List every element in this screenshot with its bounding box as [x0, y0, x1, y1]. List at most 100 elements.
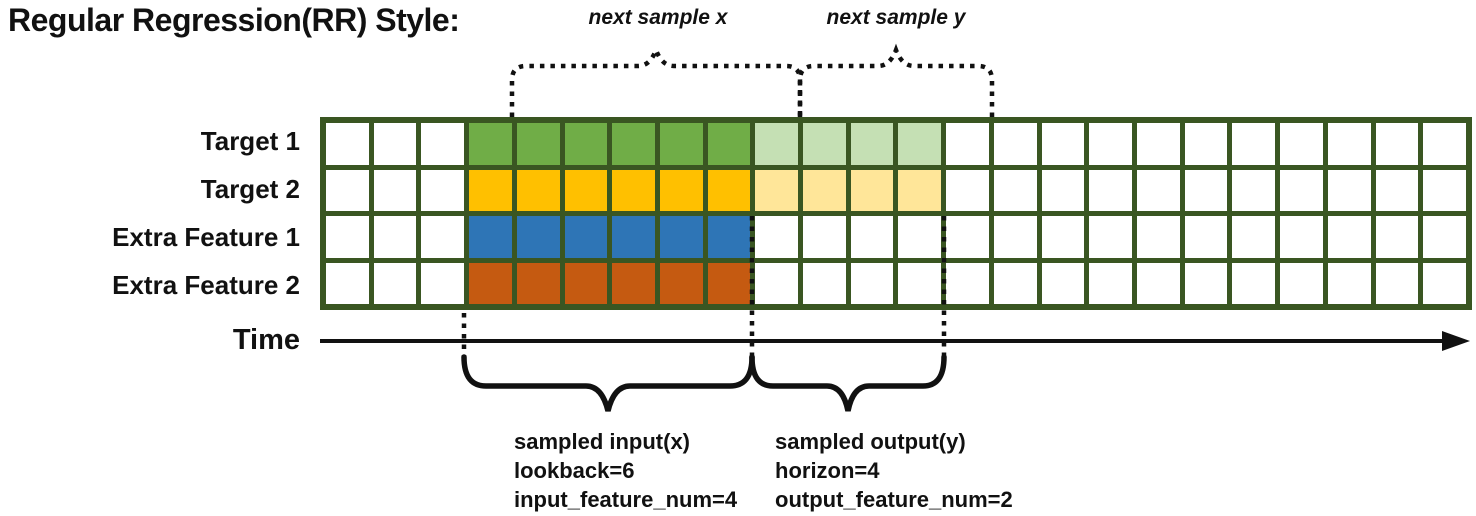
grid-cell [659, 123, 703, 165]
grid-cell [946, 123, 989, 165]
sampled-output-brace [749, 354, 947, 412]
grid-cell [1137, 169, 1180, 211]
sampled-input-title: sampled input(x) [514, 429, 691, 454]
grid-cell [898, 262, 942, 304]
grid-cell [755, 123, 799, 165]
grid-cell [1137, 123, 1180, 165]
grid-cell [421, 262, 465, 304]
grid-cell [326, 123, 369, 165]
grid-cell [421, 123, 465, 165]
grid-cell [707, 123, 751, 165]
grid-cell [993, 216, 1037, 258]
next-sample-x-label: next sample x [588, 6, 728, 29]
grid-cell [1327, 216, 1371, 258]
grid-cell [1232, 123, 1276, 165]
sampled-input-note: sampled input(x) lookback=6 input_featur… [514, 427, 737, 514]
grid-cell [1041, 169, 1085, 211]
grid-cell [421, 169, 465, 211]
grid-cell [1423, 262, 1466, 304]
grid-cell [373, 262, 417, 304]
grid-cell [755, 262, 799, 304]
grid-cell [803, 123, 846, 165]
grid-cell [1232, 216, 1276, 258]
grid-cell [1041, 262, 1085, 304]
lookback-value: lookback=6 [514, 458, 635, 483]
grid-cell [898, 123, 942, 165]
grid-cell [1375, 262, 1419, 304]
grid-cell [803, 169, 846, 211]
grid-cell [1184, 216, 1228, 258]
grid-cell [1327, 262, 1371, 304]
grid-cell [898, 169, 942, 211]
grid-cell [612, 216, 655, 258]
grid-cell [469, 216, 512, 258]
grid-cell [659, 262, 703, 304]
grid-cell [659, 169, 703, 211]
grid-cell [707, 169, 751, 211]
grid-cell [1184, 123, 1228, 165]
output-feature-num: output_feature_num=2 [775, 487, 1013, 512]
grid-cell [993, 123, 1037, 165]
grid-cell [326, 216, 369, 258]
grid-cell [564, 216, 608, 258]
input-feature-num: input_feature_num=4 [514, 487, 738, 512]
grid-cell [612, 262, 655, 304]
grid-cell [850, 169, 894, 211]
grid-cell [850, 216, 894, 258]
grid-cell [1184, 169, 1228, 211]
grid-cell [1327, 123, 1371, 165]
grid-cell [803, 216, 846, 258]
row-label-target-2: Target 2 [200, 174, 300, 204]
grid-cell [326, 169, 369, 211]
time-axis-label: Time [232, 324, 300, 356]
time-axis-arrowhead-icon [1442, 331, 1470, 351]
grid-cell [803, 262, 846, 304]
grid-cell [1423, 169, 1466, 211]
grid-cell [326, 262, 369, 304]
grid-cell [755, 216, 799, 258]
grid-cell [516, 169, 560, 211]
grid-cell [1423, 216, 1466, 258]
grid-cell [373, 123, 417, 165]
grid-cell [1280, 262, 1323, 304]
grid-cell [564, 169, 608, 211]
grid-cell [1137, 262, 1180, 304]
grid-cell [1184, 262, 1228, 304]
row-label-extra-feature-2: Extra Feature 2 [112, 270, 300, 300]
grid-cell [946, 262, 989, 304]
sampled-input-brace [461, 354, 755, 412]
diagram-title: Regular Regression(RR) Style: [8, 2, 460, 38]
grid-cell [421, 216, 465, 258]
grid-cell [946, 216, 989, 258]
grid-cell [946, 169, 989, 211]
grid-cell [755, 169, 799, 211]
next-sample-y-brace [797, 43, 995, 117]
grid-cell [1423, 123, 1466, 165]
grid-cell [1232, 262, 1276, 304]
grid-cell [469, 169, 512, 211]
grid-cell [1280, 123, 1323, 165]
sampled-output-note: sampled output(y) horizon=4 output_featu… [775, 427, 1013, 514]
next-sample-y-label: next sample y [826, 6, 966, 29]
grid-cell [564, 123, 608, 165]
next-sample-x-brace [509, 43, 803, 117]
grid-cell [516, 262, 560, 304]
grid-cell [1137, 216, 1180, 258]
grid [320, 117, 1472, 310]
grid-cell [516, 216, 560, 258]
grid-cell [373, 216, 417, 258]
row-label-target-1: Target 1 [200, 126, 300, 156]
grid-cell [898, 216, 942, 258]
grid-cell [469, 123, 512, 165]
grid-cell [564, 262, 608, 304]
horizon-value: horizon=4 [775, 458, 880, 483]
grid-cell [516, 123, 560, 165]
grid-cell [993, 262, 1037, 304]
grid-cell [850, 123, 894, 165]
grid-cell [1375, 216, 1419, 258]
grid-cell [1089, 262, 1133, 304]
grid-cell [1375, 169, 1419, 211]
sampled-output-title: sampled output(y) [775, 429, 966, 454]
grid-cell [1327, 169, 1371, 211]
